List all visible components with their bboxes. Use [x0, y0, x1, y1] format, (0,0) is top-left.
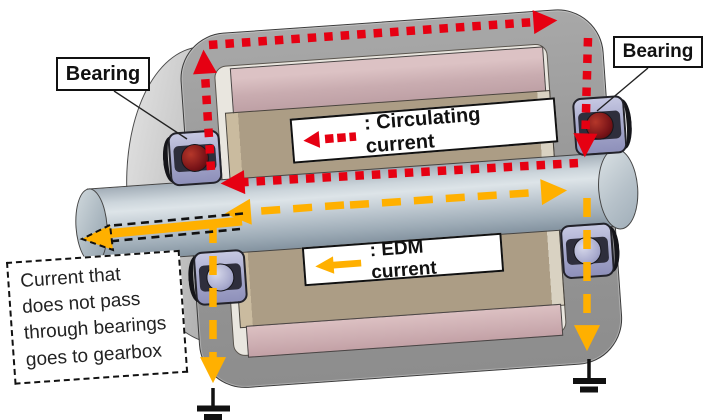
bearing-leader-lines	[113, 67, 649, 140]
circulating-shaft-return-segment	[220, 158, 579, 195]
circulating-current-legend: : Circulating current	[289, 97, 559, 164]
edm-current-arrow-icon	[315, 255, 362, 274]
circulating-current-arrow-icon	[303, 130, 357, 148]
circulating-current-path	[192, 10, 598, 195]
edm-shaft-left-segment	[224, 198, 345, 225]
ground-icon-right	[573, 359, 606, 393]
bearing-label-right: Bearing	[613, 36, 703, 68]
bearing-label-left-text: Bearing	[65, 62, 141, 85]
edm-current-legend: : EDM current	[301, 232, 505, 287]
gearbox-note: Current that does not pass through beari…	[6, 249, 189, 385]
circulating-top-segment	[208, 10, 558, 50]
bearing-label-left: Bearing	[56, 57, 150, 91]
edm-current-legend-text: : EDM current	[368, 236, 438, 283]
bearing-label-right-text: Bearing	[622, 41, 694, 62]
edm-shaft-right-segment	[349, 179, 568, 209]
gearbox-current-arrow	[79, 212, 244, 252]
ground-icon-left	[197, 388, 230, 420]
edm-current-path	[200, 179, 600, 384]
circulating-left-up-segment	[192, 49, 217, 171]
circulating-right-down-segment	[573, 37, 598, 158]
